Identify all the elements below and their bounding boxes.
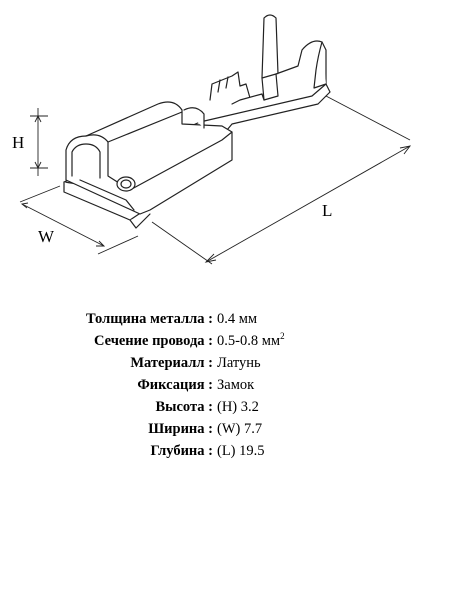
spec-label: Глубина : <box>150 443 213 459</box>
spec-value-text: Замок <box>217 377 255 393</box>
spec-row: Материалл :Латунь <box>40 352 285 374</box>
spec-value-text: 0.4 мм <box>217 311 258 327</box>
spec-label: Толщина металла : <box>85 311 213 327</box>
spec-row: Фиксация :Замок <box>40 374 285 396</box>
spec-value-text: (H) 3.2 <box>217 399 259 415</box>
spec-value: 0.5-0.8 мм2 <box>217 330 285 352</box>
insulation-crimp-wings <box>261 14 327 101</box>
spec-value-text: 0.5-0.8 мм <box>217 333 281 349</box>
spec-value: (W) 7.7 <box>217 418 285 440</box>
spec-value: Замок <box>217 374 285 396</box>
spec-row: Глубина :(L) 19.5 <box>40 440 285 462</box>
spec-value-text: Латунь <box>217 355 261 371</box>
spec-value: 0.4 мм <box>217 308 285 330</box>
spec-value-superscript: 2 <box>280 331 285 341</box>
spec-row: Высота :(H) 3.2 <box>40 396 285 418</box>
spec-label: Ширина : <box>148 421 213 437</box>
height-dimension <box>30 108 48 176</box>
spec-label: Сечение провода : <box>93 333 213 349</box>
spec-value: (H) 3.2 <box>217 396 285 418</box>
length-dimension <box>151 95 412 265</box>
spec-value-text: (L) 19.5 <box>217 443 265 459</box>
spec-label: Высота : <box>155 399 214 415</box>
wire-crimp-wings <box>209 71 265 105</box>
terminal-drawing: H W L <box>12 14 412 265</box>
spec-label: Фиксация : <box>137 377 213 393</box>
spec-value-text: (W) 7.7 <box>217 421 263 437</box>
spec-row: Ширина :(W) 7.7 <box>40 418 285 440</box>
width-label: W <box>38 227 55 246</box>
spec-value: (L) 19.5 <box>217 440 285 462</box>
spec-label: Материалл : <box>130 355 213 371</box>
height-label: H <box>12 133 24 152</box>
spec-value: Латунь <box>217 352 285 374</box>
receptacle-barrel <box>65 101 233 215</box>
width-dimension <box>19 185 139 255</box>
spec-row: Толщина металла :0.4 мм <box>40 308 285 330</box>
spec-row: Сечение провода :0.5-0.8 мм2 <box>40 330 285 352</box>
length-label: L <box>322 201 332 220</box>
